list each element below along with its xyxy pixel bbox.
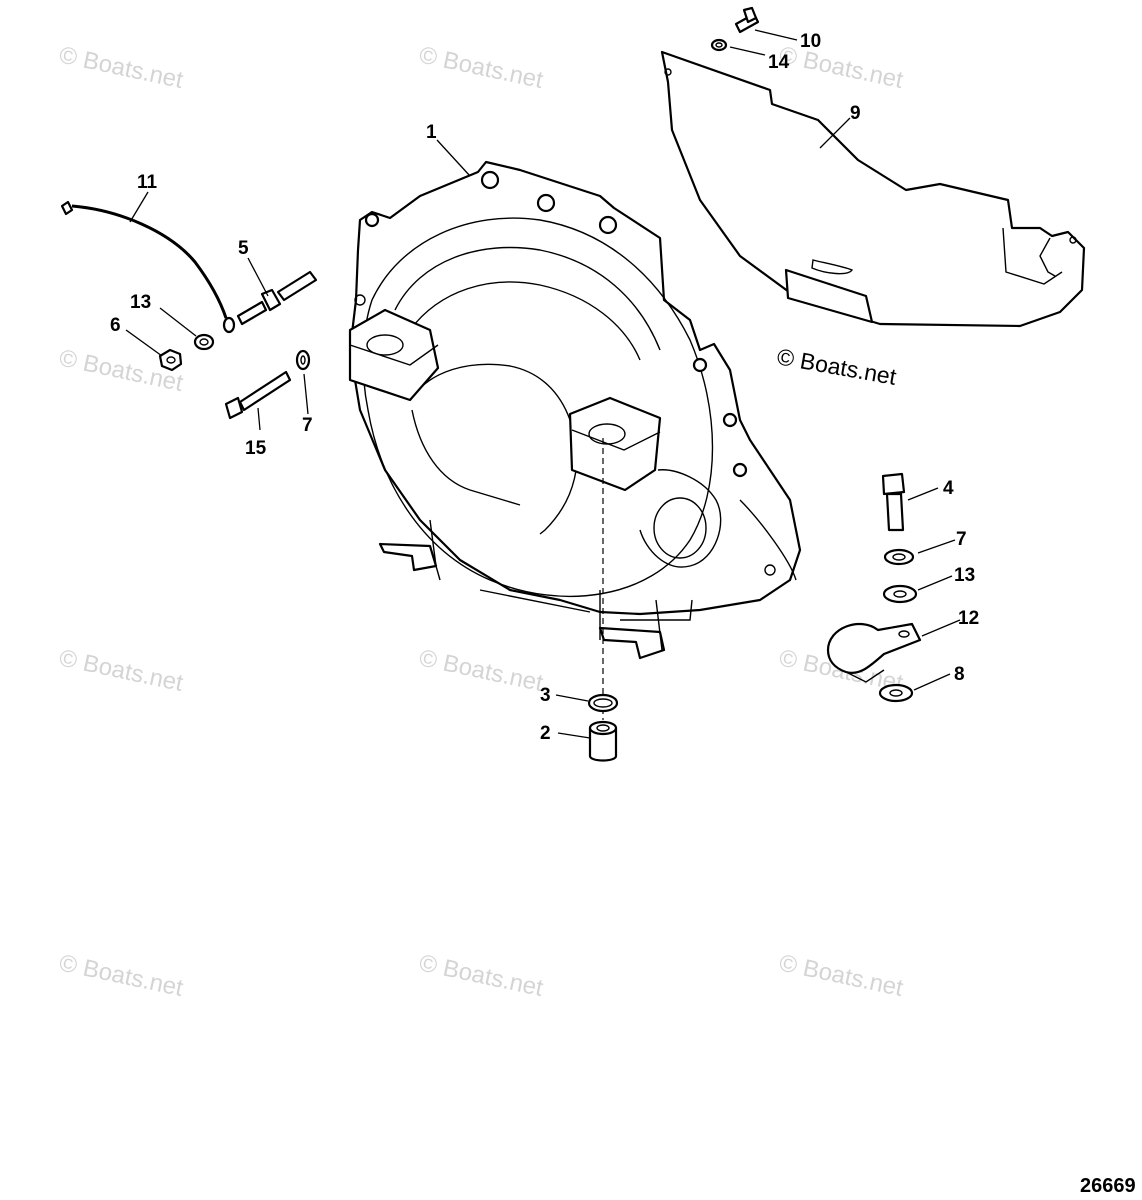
watermark: © Boats.net <box>57 644 186 697</box>
part-7-lockwasher-right <box>883 548 915 566</box>
part-7-lockwasher <box>295 349 311 371</box>
watermark: © Boats.net <box>417 41 546 94</box>
callout-13-right: 13 <box>954 565 975 586</box>
callout-7-right: 7 <box>956 529 967 550</box>
part-6-nut <box>158 348 183 372</box>
part-5-stud <box>236 270 318 326</box>
callout-13: 13 <box>130 292 151 313</box>
callout-7: 7 <box>302 415 313 436</box>
part-11-ground-cable <box>60 200 236 334</box>
callout-8: 8 <box>954 664 965 685</box>
watermark: © Boats.net <box>57 949 186 1002</box>
callout-1: 1 <box>426 122 437 143</box>
part-2-bushing <box>588 720 618 762</box>
part-8-washer <box>878 683 914 703</box>
part-10-bolt <box>734 6 760 34</box>
leader-lines <box>125 29 961 739</box>
callout-4: 4 <box>943 478 954 499</box>
callout-labels: 1 2 3 4 5 6 7 7 8 9 10 11 12 13 13 14 15 <box>110 31 979 744</box>
watermark: © Boats.net <box>57 41 186 94</box>
figure-id: 26669 <box>1080 1175 1136 1197</box>
part-13-washer <box>193 333 215 351</box>
callout-5: 5 <box>238 238 249 259</box>
part-9-flywheel-cover <box>660 50 1086 328</box>
callout-12: 12 <box>958 608 979 629</box>
part-12-clamp <box>826 622 922 683</box>
watermark: © Boats.net <box>417 949 546 1002</box>
part-14-washer <box>710 38 728 52</box>
watermark: © Boats.net <box>777 41 906 94</box>
part-15-bolt <box>224 370 292 420</box>
part-3-o-ring <box>587 693 619 713</box>
part-13-washer-right <box>882 584 918 604</box>
watermark: © Boats.net <box>417 644 546 697</box>
callout-10: 10 <box>800 31 821 52</box>
callout-11: 11 <box>137 172 158 193</box>
callout-9: 9 <box>850 103 861 124</box>
callout-15: 15 <box>245 438 267 459</box>
copyright-mark: © Boats.net <box>775 343 899 390</box>
callout-2: 2 <box>540 723 551 744</box>
part-4-bolt <box>881 472 906 532</box>
part-1-flywheel-housing <box>348 160 802 660</box>
callout-14: 14 <box>768 52 790 73</box>
watermark: © Boats.net <box>777 949 906 1002</box>
callout-6: 6 <box>110 315 121 336</box>
callout-3: 3 <box>540 685 551 706</box>
